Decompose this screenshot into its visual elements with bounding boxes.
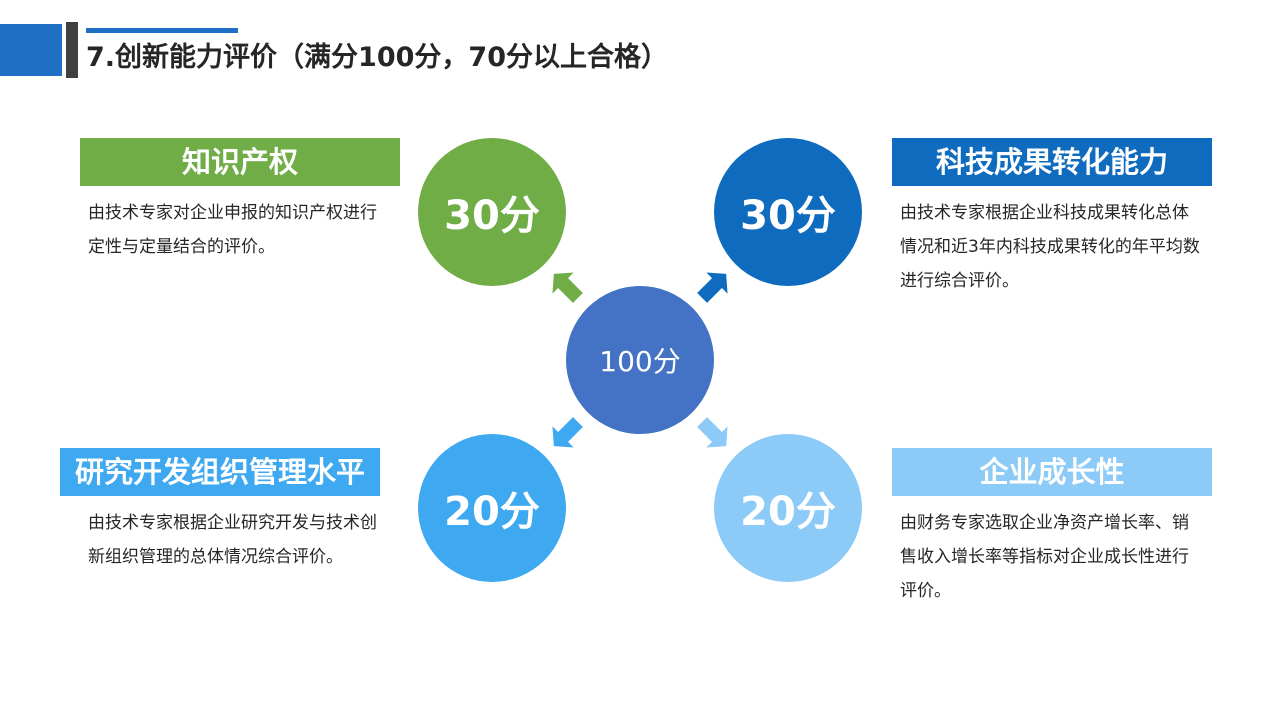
desc-rd-management: 由技术专家根据企业研究开发与技术创新组织管理的总体情况综合评价。 [88,513,377,567]
desc-tech-transfer: 由技术专家根据企业科技成果转化总体情况和近3年内科技成果转化的年平均数进行综合评… [900,203,1200,291]
score-circle-tech-transfer: 30分 [714,138,862,286]
header-accent-block [0,24,62,76]
arrow-down-right-icon [697,417,728,448]
label-tech-transfer: 科技成果转化能力 [892,138,1212,186]
arrow-down-left-icon [552,417,583,448]
header-accent-line [86,28,238,33]
score-circle-growth: 20分 [714,434,862,582]
center-total-circle: 100分 [566,286,714,434]
desc-ip: 由技术专家对企业申报的知识产权进行定性与定量结合的评价。 [88,203,377,257]
label-ip: 知识产权 [80,138,400,186]
page-title: 7.创新能力评价（满分100分，70分以上合格） [86,42,668,73]
arrow-up-left-icon [552,272,583,303]
header-accent-bar [66,22,78,78]
arrow-up-right-icon [697,272,728,303]
label-rd-management: 研究开发组织管理水平 [60,448,380,496]
score-circle-ip: 30分 [418,138,566,286]
score-circle-rd-management: 20分 [418,434,566,582]
desc-growth: 由财务专家选取企业净资产增长率、销售收入增长率等指标对企业成长性进行评价。 [900,513,1189,601]
label-growth: 企业成长性 [892,448,1212,496]
